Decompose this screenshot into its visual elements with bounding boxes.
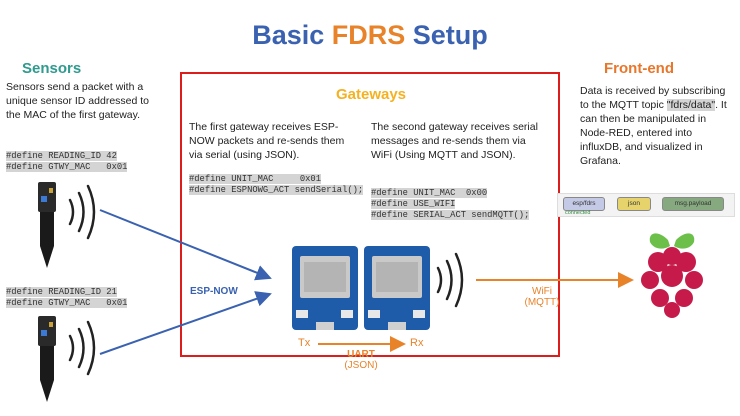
signal-waves-icon xyxy=(68,320,96,376)
gateway-board-icon xyxy=(364,246,430,330)
tx-label: Tx xyxy=(298,337,311,349)
nodered-debug-node: msg.payload xyxy=(662,197,724,211)
frontend-description: Data is received by subscribing to the M… xyxy=(580,85,727,167)
gateways-heading: Gateways xyxy=(335,86,407,103)
sensors-description: Sensors send a packet with a unique sens… xyxy=(6,81,150,121)
espnow-label: ESP-NOW xyxy=(190,286,238,297)
signal-waves-icon xyxy=(68,184,96,240)
rx-label: Rx xyxy=(410,337,424,349)
frontend-heading: Front-end xyxy=(604,60,674,77)
uart-label: UART(JSON) xyxy=(344,349,378,371)
nodered-status: connected xyxy=(565,210,591,216)
espnow-arrow xyxy=(99,291,272,355)
mqtt-topic: "fdrs/data" xyxy=(666,99,716,111)
raspberry-pi-icon xyxy=(641,233,703,318)
wifi-label: WiFi(MQTT) xyxy=(524,286,560,308)
first-gateway-code: #define UNIT_MAC 0x01 #define ESPNOWG_AC… xyxy=(189,174,364,195)
gateway-board-icon xyxy=(292,246,358,330)
second-gateway-code: #define UNIT_MAC 0x00 #define USE_WIFI #… xyxy=(371,188,530,220)
nodered-json-node: json xyxy=(617,197,651,211)
page-title: Basic FDRS Setup xyxy=(252,20,488,50)
sensor2-code: #define READING_ID 21 #define GTWY_MAC 0… xyxy=(6,287,128,308)
first-gateway-description: The first gateway receives ESP-NOW packe… xyxy=(189,121,345,161)
sensor-device-icon xyxy=(38,182,56,268)
sensor-device-icon xyxy=(38,316,56,402)
sensors-heading: Sensors xyxy=(22,60,82,77)
espnow-arrow xyxy=(99,209,272,281)
signal-waves-icon xyxy=(436,252,464,308)
sensor1-code: #define READING_ID 42 #define GTWY_MAC 0… xyxy=(6,151,128,172)
nodered-mqtt-node: esp/fdrs xyxy=(563,197,605,211)
second-gateway-description: The second gateway receives serial messa… xyxy=(371,121,538,161)
